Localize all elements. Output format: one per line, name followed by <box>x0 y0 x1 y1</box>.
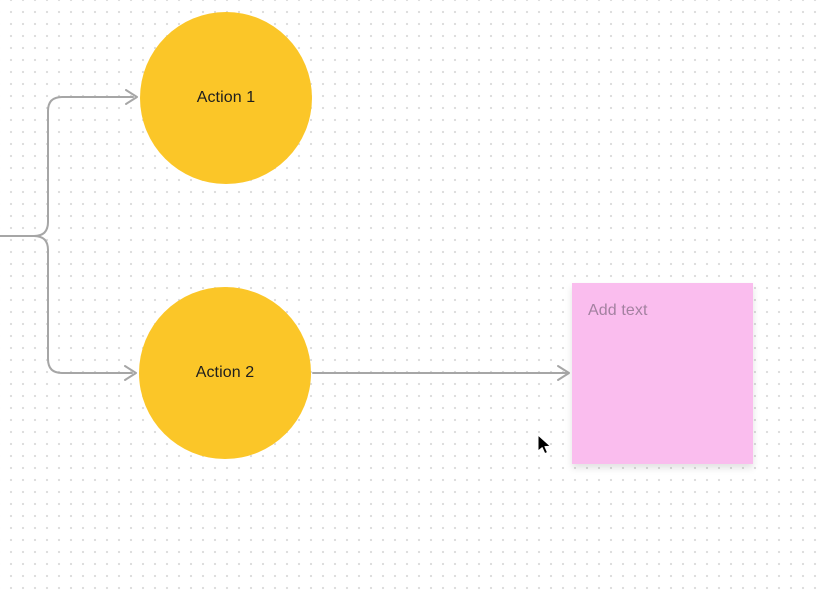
connector-line <box>0 235 133 374</box>
mouse-cursor-icon <box>537 434 551 455</box>
shape-label-action1: Action 1 <box>196 89 256 106</box>
sticky-note[interactable]: Add text <box>572 283 753 464</box>
cursor-arrow-glyph <box>537 434 551 455</box>
arrowhead-icon <box>124 365 137 381</box>
connector-action2-to-sticky[interactable] <box>312 365 570 381</box>
shape-circle-action1[interactable]: Action 1 <box>140 12 312 184</box>
shape-circle-action2[interactable]: Action 2 <box>139 287 311 459</box>
arrowhead-icon <box>125 89 138 105</box>
connector-to-action1[interactable] <box>0 89 138 237</box>
sticky-note-placeholder: Add text <box>588 302 648 319</box>
shape-label-action2: Action 2 <box>195 364 255 381</box>
connector-to-action2[interactable] <box>0 235 137 381</box>
connector-line <box>0 96 134 237</box>
arrowhead-icon <box>557 365 570 381</box>
